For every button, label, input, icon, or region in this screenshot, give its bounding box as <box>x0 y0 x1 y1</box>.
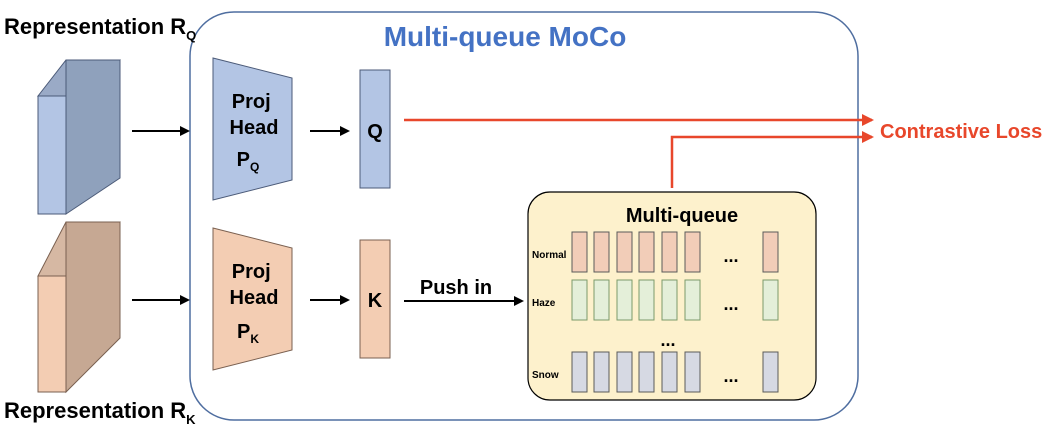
queue-cell <box>661 279 678 321</box>
queue-cell <box>638 231 655 273</box>
push-in-label: Push in <box>420 277 492 299</box>
queue-cell <box>638 351 655 393</box>
k-vector-label: K <box>368 290 383 312</box>
queue-cell <box>571 279 588 321</box>
queue-cell <box>661 231 678 273</box>
representation-k-label: Representation RK <box>4 398 196 427</box>
queue-cell <box>684 351 701 393</box>
queue-cell <box>762 279 779 321</box>
queue-cell <box>593 351 610 393</box>
queue-cell <box>762 231 779 273</box>
queue-row-label: Normal <box>532 250 567 261</box>
queue-cell <box>762 351 779 393</box>
queue-rows: Normal... Haze... Snow... <box>532 231 779 393</box>
representation-k-block <box>37 221 121 394</box>
moco-title: Multi-queue MoCo <box>384 21 627 52</box>
proj-head-k-label: Proj Head <box>230 261 279 309</box>
queue-row-ellipsis: ... <box>723 366 738 386</box>
proj-head-q <box>212 57 293 201</box>
queue-cell <box>616 351 633 393</box>
multi-queue-title: Multi-queue <box>626 205 738 227</box>
queue-row-ellipsis: ... <box>723 294 738 314</box>
proj-head-k <box>212 227 293 371</box>
queue-cell <box>593 279 610 321</box>
q-vector <box>359 69 391 189</box>
queue-row-label: Haze <box>532 298 556 309</box>
representation-q-label: Representation RQ <box>4 14 196 43</box>
queue-cell <box>616 231 633 273</box>
queue-cell <box>616 279 633 321</box>
queue-cell <box>638 279 655 321</box>
representation-q-block <box>36 59 122 215</box>
proj-head-k-symbol: PK <box>237 321 259 346</box>
queue-cell <box>661 351 678 393</box>
queue-cell <box>684 231 701 273</box>
queue-cell <box>593 231 610 273</box>
queue-column-ellipsis: ... <box>660 330 675 350</box>
proj-head-q-label: Proj Head <box>230 91 279 139</box>
queue-row-label: Snow <box>532 370 559 381</box>
arrow-queue-to-loss <box>670 131 874 188</box>
q-vector-label: Q <box>367 121 383 143</box>
queue-cell <box>571 231 588 273</box>
queue-cell <box>684 279 701 321</box>
queue-cell <box>571 351 588 393</box>
k-vector <box>359 239 391 359</box>
contrastive-loss-label: Contrastive Loss <box>880 121 1042 143</box>
queue-row-ellipsis: ... <box>723 246 738 266</box>
proj-head-q-symbol: PQ <box>237 149 260 174</box>
